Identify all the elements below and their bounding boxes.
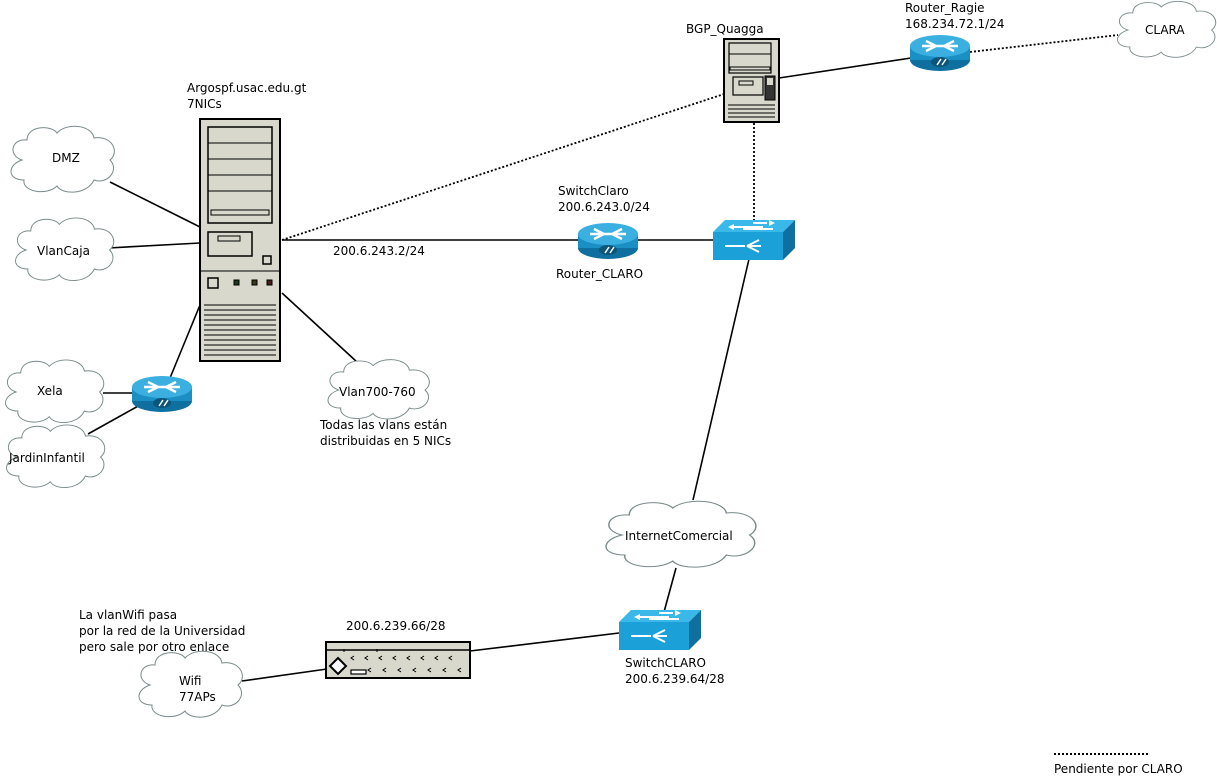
vlancaja-label: VlanCaja [37,244,90,258]
router-claro-label: Router_CLARO [556,267,644,281]
argos-nics-label: 7NICs [187,97,222,111]
switch-claro-bottom-name-label: SwitchCLARO [625,656,707,670]
link-argos-vlan700 [281,292,358,363]
hub-icon[interactable] [325,641,471,679]
xela-label: Xela [37,384,63,398]
dmz-label: DMZ [52,151,80,165]
vlan-note-line1: Todas las vlans están [320,418,448,432]
router-ragie-name-label: Router_Ragie [905,1,985,15]
switch-claro-top-ip-label: 200.6.243.0/24 [558,200,650,214]
bgp-server-icon[interactable] [723,38,780,123]
legend-label: Pendiente por CLARO [1054,762,1183,776]
vlan700-label: Vlan700-760 [339,385,416,399]
bgp-name-label: BGP_Quagga [686,22,764,36]
wifi-note-line1: La vlanWifi pasa [79,608,178,622]
argos-link-ip-label: 200.6.243.2/24 [333,244,425,258]
link-ragie-clara-pending [969,34,1119,53]
switch-claro-top-icon[interactable] [712,219,796,261]
link-argos-bgp-pending [281,93,725,241]
switch-claro-bottom-ip-label: 200.6.239.64/28 [625,672,725,686]
router-ragie-ip-label: 168.234.72.1/24 [905,17,1005,31]
link-bgp-ragie [778,57,912,79]
wifi-note-line3: pero sale por otro enlace [79,640,230,654]
wifi-label-line1: Wifi [179,674,202,688]
link-switch2-hub [469,632,620,652]
hub-ip-label: 200.6.239.66/28 [346,619,446,633]
vlan-note-line2: distribuidas en 5 NICs [320,434,452,448]
argos-server-icon[interactable] [199,118,281,362]
link-switch-internet [692,258,750,501]
wifi-note-line2: por la red de la Universidad [79,624,246,638]
argos-name-label: Argospf.usac.edu.gt [187,81,307,95]
link-vlancaja-argos [107,242,201,249]
router-ragie-icon[interactable] [908,33,972,73]
link-jardin-router [87,404,141,435]
switch-claro-bottom-icon[interactable] [618,609,702,651]
clara-label: CLARA [1145,23,1185,37]
router-claro-icon[interactable] [576,221,640,261]
link-internet-switch2 [663,567,677,613]
links [87,34,1119,682]
switch-claro-top-name-label: SwitchClaro [558,184,629,198]
wifi-label-line2: 77APs [179,690,216,704]
link-dmz-argos [109,181,201,228]
jardin-label: JardinInfantil [9,451,85,465]
link-hub-wifi [241,668,328,682]
router-left-icon[interactable] [130,374,194,414]
internet-label: InternetComercial [625,529,733,543]
link-router-argos [169,304,201,379]
